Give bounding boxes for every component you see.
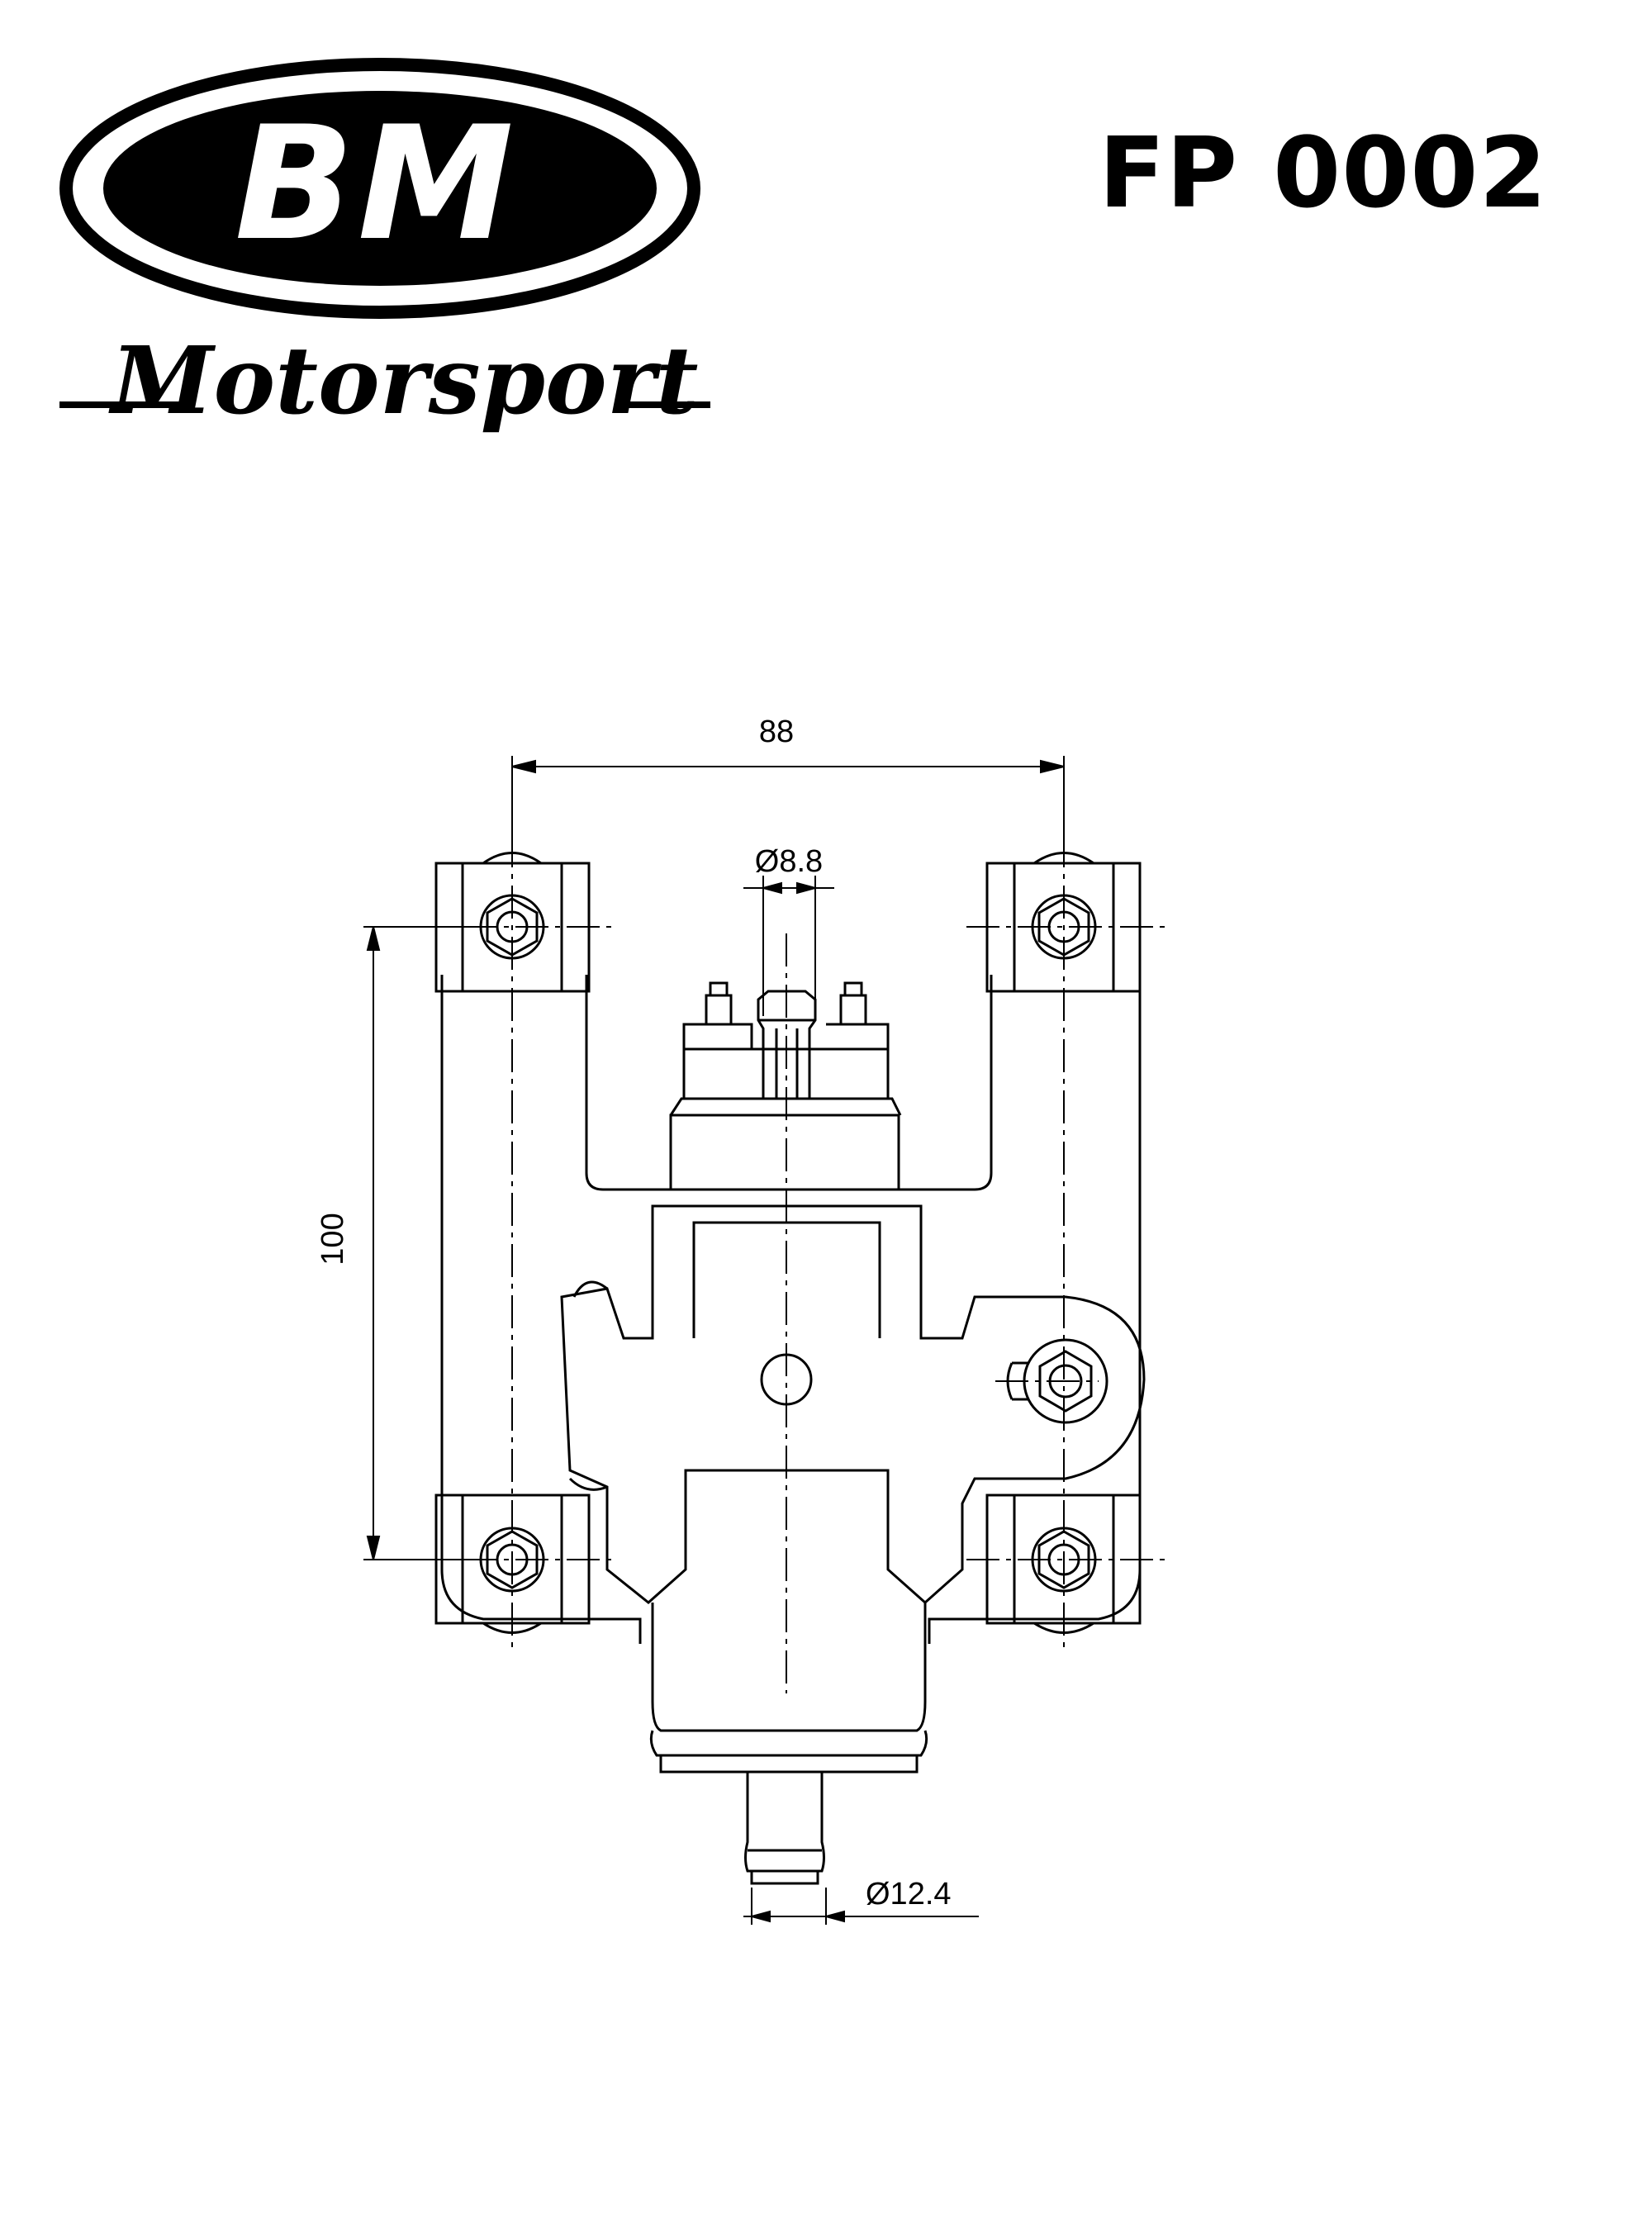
- dimension-label-height: 100: [316, 1213, 350, 1265]
- mounting-rails: [440, 975, 1142, 1644]
- dimension-width: [511, 756, 1065, 859]
- dimension-label-outlet: Ø8.8: [755, 844, 823, 879]
- dimension-label-inlet: Ø12.4: [866, 1877, 952, 1911]
- dimension-inlet-diameter: [743, 1888, 979, 1925]
- dimension-label-width: 88: [759, 715, 794, 749]
- clamp-block-top-left: [434, 852, 591, 993]
- bm-motorsport-logo: BM Motorsport: [59, 58, 710, 435]
- clamp-block-top-right: [985, 852, 1142, 993]
- inlet-canister: [649, 1603, 928, 1885]
- dimension-height: [363, 926, 496, 1560]
- svg-text:Motorsport: Motorsport: [108, 327, 699, 435]
- svg-text:BM: BM: [235, 93, 517, 275]
- part-number: FP 0002: [1099, 116, 1548, 230]
- pump-body: [560, 1204, 1146, 1605]
- dimension-outlet-diameter: [743, 876, 834, 1016]
